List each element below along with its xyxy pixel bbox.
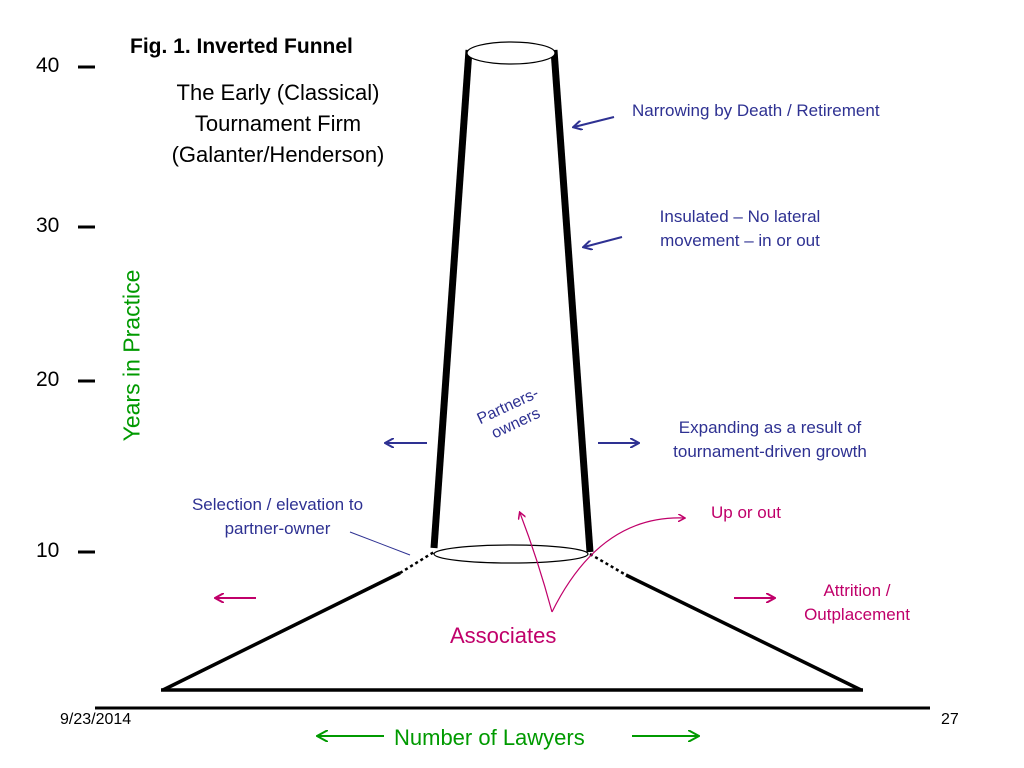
base-right-dotted (589, 552, 627, 577)
selection-label: Selection / elevation to partner-owner (165, 493, 390, 541)
y-tick-label-10: 10 (36, 539, 60, 562)
subtitle-line-1: The Early (Classical) (176, 80, 380, 105)
insulated-line-2: movement – in or out (660, 231, 820, 250)
tube-right-wall (550, 49, 594, 553)
narrowing-arrow (574, 116, 615, 127)
figure-title: Fig. 1. Inverted Funnel (130, 35, 353, 58)
up-or-out-arrow (551, 518, 684, 613)
base-left-slope (162, 571, 401, 692)
y-tick-label-40: 40 (36, 54, 60, 77)
x-axis-label: Number of Lawyers (394, 725, 585, 750)
associates-up-arrow (520, 513, 553, 613)
figure-subtitle: The Early (Classical) Tournament Firm (G… (128, 77, 428, 170)
attrition-line-2: Outplacement (804, 605, 910, 624)
subtitle-line-3: (Galanter/Henderson) (171, 142, 385, 167)
associates-label: Associates (450, 623, 557, 648)
tube-left-wall (430, 49, 473, 549)
up-or-out-label: Up or out (711, 503, 781, 522)
expanding-line-1: Expanding as a result of (678, 418, 862, 437)
footer-page-number: 27 (941, 711, 959, 728)
base-left-dotted (399, 550, 435, 575)
tube-bottom-ellipse (433, 544, 589, 564)
selection-line-1: Selection / elevation to (191, 495, 364, 514)
selection-line-2: partner-owner (224, 519, 331, 538)
insulated-label: Insulated – No lateral movement – in or … (640, 205, 840, 253)
footer-date: 9/23/2014 (60, 711, 132, 728)
insulated-arrow (584, 236, 623, 247)
insulated-line-1: Insulated – No lateral (659, 207, 821, 226)
base-right-slope (625, 573, 862, 692)
tube-top-ellipse (466, 41, 556, 65)
subtitle-line-2: Tournament Firm (194, 111, 362, 136)
expanding-line-2: tournament-driven growth (673, 442, 867, 461)
y-tick-label-30: 30 (36, 214, 60, 237)
narrowing-label: Narrowing by Death / Retirement (632, 101, 880, 120)
y-tick-label-20: 20 (36, 368, 60, 391)
y-axis-label: Years in Practice (118, 269, 145, 442)
expanding-label: Expanding as a result of tournament-driv… (640, 416, 900, 464)
attrition-label: Attrition / Outplacement (782, 579, 932, 627)
attrition-line-1: Attrition / (823, 581, 891, 600)
selection-leader (349, 531, 411, 556)
